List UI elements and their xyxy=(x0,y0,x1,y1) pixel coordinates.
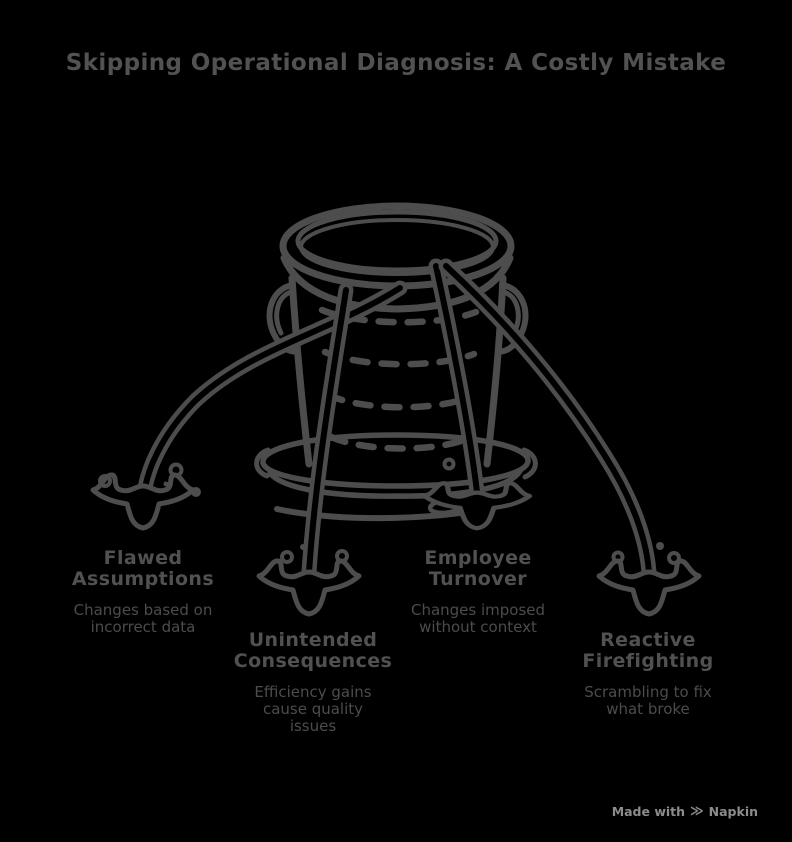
leak-streams xyxy=(137,258,657,580)
leak-label-flawed-assumptions: Flawed Assumptions Changes based on inco… xyxy=(33,547,253,637)
leak-label-unintended-consequences: Unintended Consequences Efficiency gains… xyxy=(203,629,423,736)
leak-description: Changes based on incorrect data xyxy=(73,600,213,637)
droplets xyxy=(98,457,681,565)
leak-heading: Flawed Assumptions xyxy=(71,547,215,591)
leak-description: Efficiency gains cause quality issues xyxy=(254,682,372,736)
leak-heading: Employee Turnover xyxy=(424,547,532,591)
bucket-ear-left xyxy=(266,282,300,355)
leak-label-reactive-firefighting: Reactive Firefighting Scrambling to fix … xyxy=(538,629,758,719)
watermark-brand: Napkin xyxy=(708,804,758,819)
leak-stream-unintended-consequences xyxy=(301,282,354,580)
bucket-wall-left xyxy=(288,274,313,468)
leak-stream-employee-turnover xyxy=(428,258,485,500)
leak-heading: Reactive Firefighting xyxy=(582,629,714,673)
made-with-napkin-watermark: Made with ≫ Napkin xyxy=(612,804,758,819)
leak-description: Scrambling to fix what broke xyxy=(584,682,712,719)
leak-heading: Unintended Consequences xyxy=(233,629,393,673)
leak-description: Changes imposed without context xyxy=(410,600,546,637)
bucket-rim-lower-edge xyxy=(280,254,514,313)
watermark-prefix: Made with xyxy=(611,804,686,819)
leak-stream-reactive-firefighting xyxy=(438,258,657,580)
napkin-logo-icon: ≫ xyxy=(690,804,704,819)
bucket-icon xyxy=(266,202,529,522)
bucket-rim-inner-2 xyxy=(299,218,495,276)
diagram-title: Skipping Operational Diagnosis: A Costly… xyxy=(65,50,727,76)
leak-label-employee-turnover: Employee Turnover Changes imposed withou… xyxy=(368,547,588,637)
bucket-ear-left-inner xyxy=(274,289,294,336)
bucket-rim-inner xyxy=(295,209,499,273)
puddle xyxy=(254,432,538,516)
